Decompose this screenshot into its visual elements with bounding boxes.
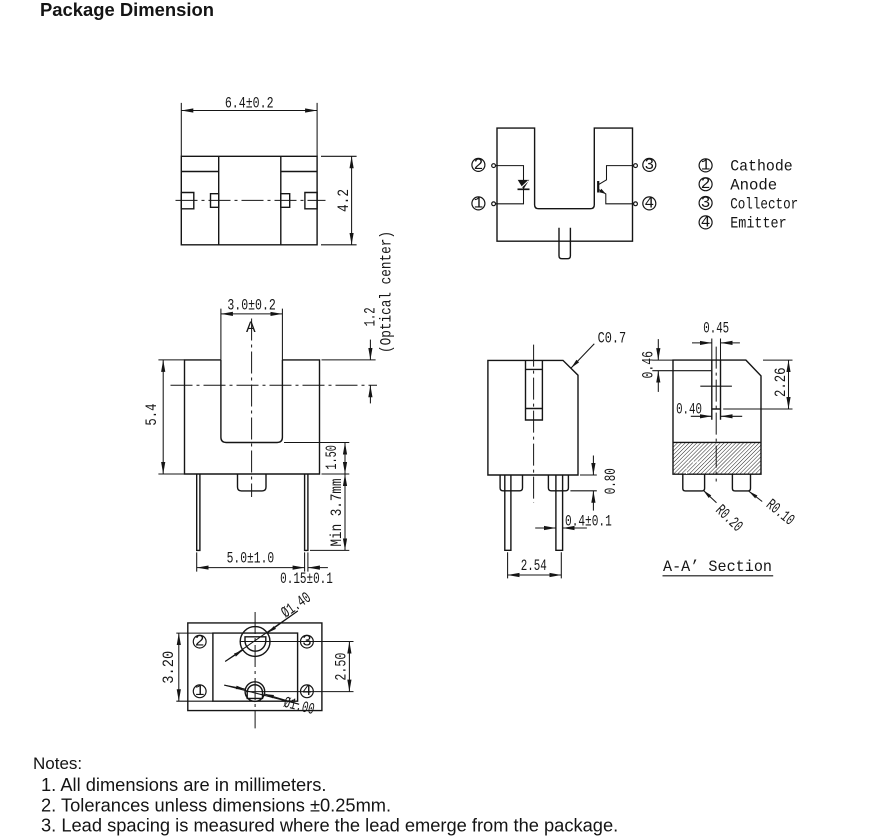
svg-text:1.50: 1.50 <box>323 445 341 470</box>
svg-text:1: 1 <box>474 194 484 212</box>
svg-text:Emitter: Emitter <box>730 215 787 233</box>
svg-text:1: 1 <box>195 682 205 700</box>
svg-text:2: 2 <box>474 156 484 174</box>
svg-text:Package Dimension: Package Dimension <box>40 0 214 20</box>
svg-text:0.80: 0.80 <box>602 468 620 494</box>
svg-text:5.0±1.0: 5.0±1.0 <box>227 549 275 567</box>
svg-text:4: 4 <box>701 213 711 231</box>
svg-text:Min 3.7mm: Min 3.7mm <box>328 479 346 547</box>
svg-text:C0.7: C0.7 <box>598 329 627 347</box>
svg-text:3: 3 <box>701 194 711 212</box>
svg-text:1. All dimensions are in milli: 1. All dimensions are in millimeters. <box>41 774 327 795</box>
svg-text:1: 1 <box>701 156 711 174</box>
svg-text:3.0±0.2: 3.0±0.2 <box>227 297 276 315</box>
svg-text:4: 4 <box>644 194 654 212</box>
svg-text:2.54: 2.54 <box>521 557 547 575</box>
svg-text:(Optical center): (Optical center) <box>378 231 396 353</box>
svg-text:Collector: Collector <box>730 195 798 213</box>
svg-text:5.4: 5.4 <box>143 404 161 426</box>
svg-text:Notes:: Notes: <box>33 754 82 773</box>
svg-text:A-A’ Section: A-A’ Section <box>663 558 772 576</box>
svg-text:Anode: Anode <box>730 177 777 195</box>
svg-text:0.45: 0.45 <box>703 319 729 337</box>
svg-text:3: 3 <box>302 633 312 651</box>
svg-text:A: A <box>246 319 256 337</box>
svg-text:R0.20: R0.20 <box>712 502 746 536</box>
svg-text:4: 4 <box>302 682 312 700</box>
svg-text:6.4±0.2: 6.4±0.2 <box>225 94 274 112</box>
svg-text:2: 2 <box>701 175 711 193</box>
svg-text:0.40: 0.40 <box>676 401 702 419</box>
svg-text:3. Lead spacing is measured wh: 3. Lead spacing is measured where the le… <box>41 815 618 836</box>
svg-text:0.4±0.1: 0.4±0.1 <box>565 513 612 531</box>
svg-text:Cathode: Cathode <box>730 158 793 176</box>
svg-text:2.26: 2.26 <box>772 367 790 397</box>
svg-text:0.15±0.1: 0.15±0.1 <box>280 570 333 588</box>
svg-text:3: 3 <box>644 156 654 174</box>
svg-text:2: 2 <box>195 633 205 651</box>
svg-text:3.20: 3.20 <box>160 651 178 684</box>
svg-text:4.2: 4.2 <box>335 189 353 212</box>
svg-text:0.46: 0.46 <box>639 351 657 379</box>
svg-text:R0.10: R0.10 <box>762 496 797 529</box>
svg-text:Ø1.40: Ø1.40 <box>278 589 315 622</box>
svg-text:2. Tolerances unless dimension: 2. Tolerances unless dimensions ±0.25mm. <box>41 794 391 815</box>
svg-text:2.50: 2.50 <box>333 653 351 681</box>
svg-text:1.2: 1.2 <box>362 307 380 326</box>
